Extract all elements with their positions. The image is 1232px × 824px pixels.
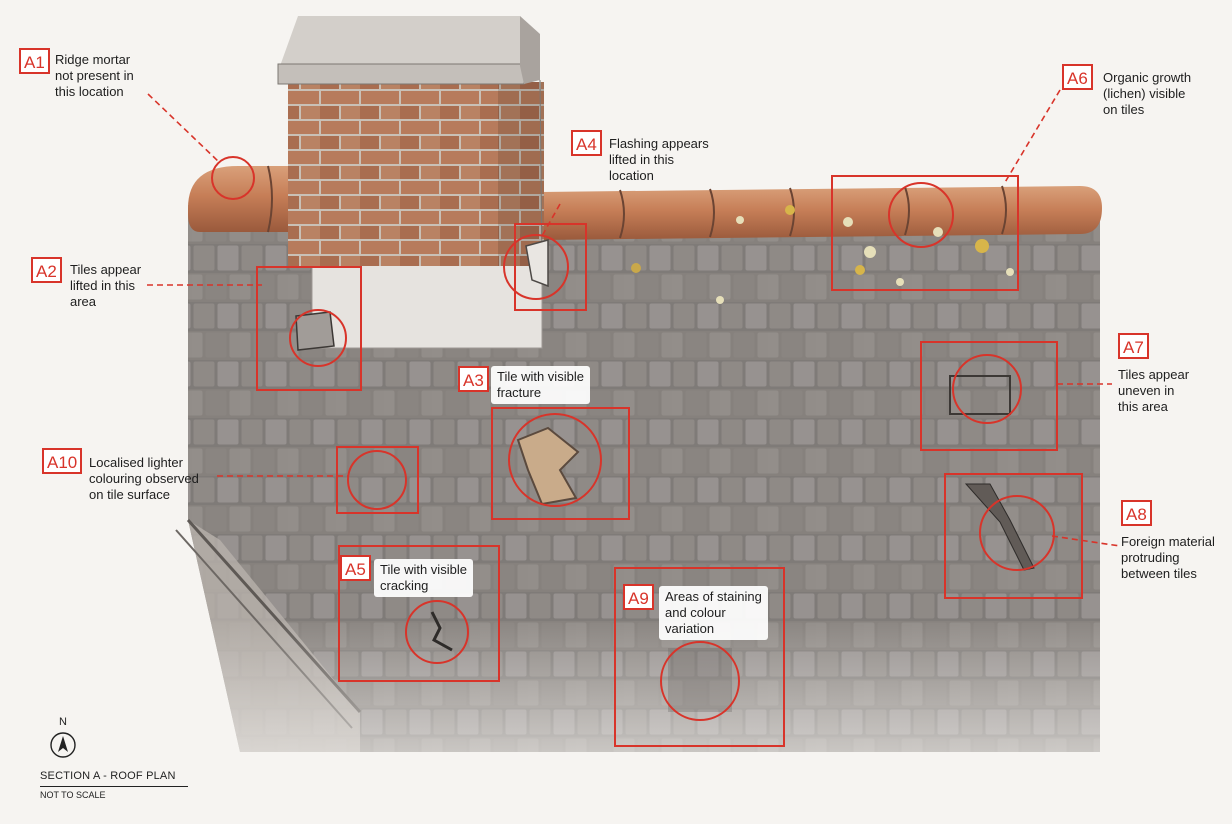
note-a5: Tile with visible cracking: [374, 559, 473, 597]
north-arrow-icon: [50, 732, 76, 758]
callout-a6-box: [831, 175, 1019, 291]
note-a6: Organic growth (lichen) visible on tiles: [1103, 70, 1192, 117]
ridge-left: [188, 165, 316, 233]
callout-a5-circle: [405, 600, 469, 664]
tag-a7: A7: [1118, 333, 1149, 359]
callout-a6-circle: [888, 182, 954, 248]
note-a7: Tiles appear uneven in this area: [1118, 367, 1190, 414]
chimney: [277, 16, 544, 269]
callout-a7-box: [920, 341, 1058, 451]
lifted-tile-sketch: [295, 311, 335, 351]
note-a9: Areas of staining and colour variation: [659, 586, 768, 640]
tag-a8: A8: [1121, 500, 1152, 526]
callout-a5-box: [338, 545, 500, 682]
section-title: SECTION A - ROOF PLAN: [40, 770, 176, 782]
fracture-sketch: [516, 426, 580, 506]
callout-marks: [211, 156, 1083, 747]
note-a8: Foreign material protruding between tile…: [1121, 534, 1215, 581]
note-a4: Flashing appears lifted in this location: [609, 136, 709, 183]
crack-sketch: [430, 611, 453, 652]
tag-a1: A1: [19, 48, 50, 74]
lichen-patches: [631, 205, 1014, 304]
callout-a2-circle: [289, 309, 347, 367]
tag-a5: A5: [340, 555, 371, 581]
tag-a10: A10: [42, 448, 83, 474]
foreign-material-sketch: [964, 483, 1035, 571]
tag-a4: A4: [571, 130, 602, 156]
tag-a3: A3: [458, 366, 489, 392]
callout-a3-circle: [508, 413, 602, 507]
note-a3: Tile with visible fracture: [491, 366, 590, 404]
callout-a8-circle: [979, 495, 1055, 571]
ridge-right: [540, 185, 1102, 240]
north-label: N: [59, 716, 67, 728]
note-a1: Ridge mortar not present in this locatio…: [55, 52, 134, 99]
callout-a10-circle: [347, 450, 407, 510]
staining-sketch: [668, 648, 732, 712]
tag-a2: A2: [31, 257, 62, 283]
callout-a8-box: [944, 473, 1083, 599]
callout-a3-box: [491, 407, 630, 520]
leader-lines: [147, 89, 1121, 547]
callout-a4-box: [514, 223, 587, 311]
tag-a9: A9: [623, 584, 654, 610]
note-a2: Tiles appear lifted in this area: [70, 262, 142, 309]
tag-a6: A6: [1062, 64, 1093, 90]
callout-a9-box: [614, 567, 785, 747]
callout-a4-circle: [503, 234, 569, 300]
callout-a2-box: [256, 266, 362, 391]
chimney-apron: [311, 261, 543, 349]
callout-a9-circle: [660, 641, 740, 721]
lifted-flashing-sketch: [525, 239, 549, 288]
north-indicator: N: [48, 716, 78, 728]
callout-a10-box: [336, 446, 419, 514]
title-underline: [40, 786, 188, 787]
callout-a1-circle: [211, 156, 255, 200]
scale-note: NOT TO SCALE: [40, 790, 106, 800]
callout-a7-circle: [952, 354, 1022, 424]
note-a10: Localised lighter colouring observed on …: [89, 455, 199, 502]
